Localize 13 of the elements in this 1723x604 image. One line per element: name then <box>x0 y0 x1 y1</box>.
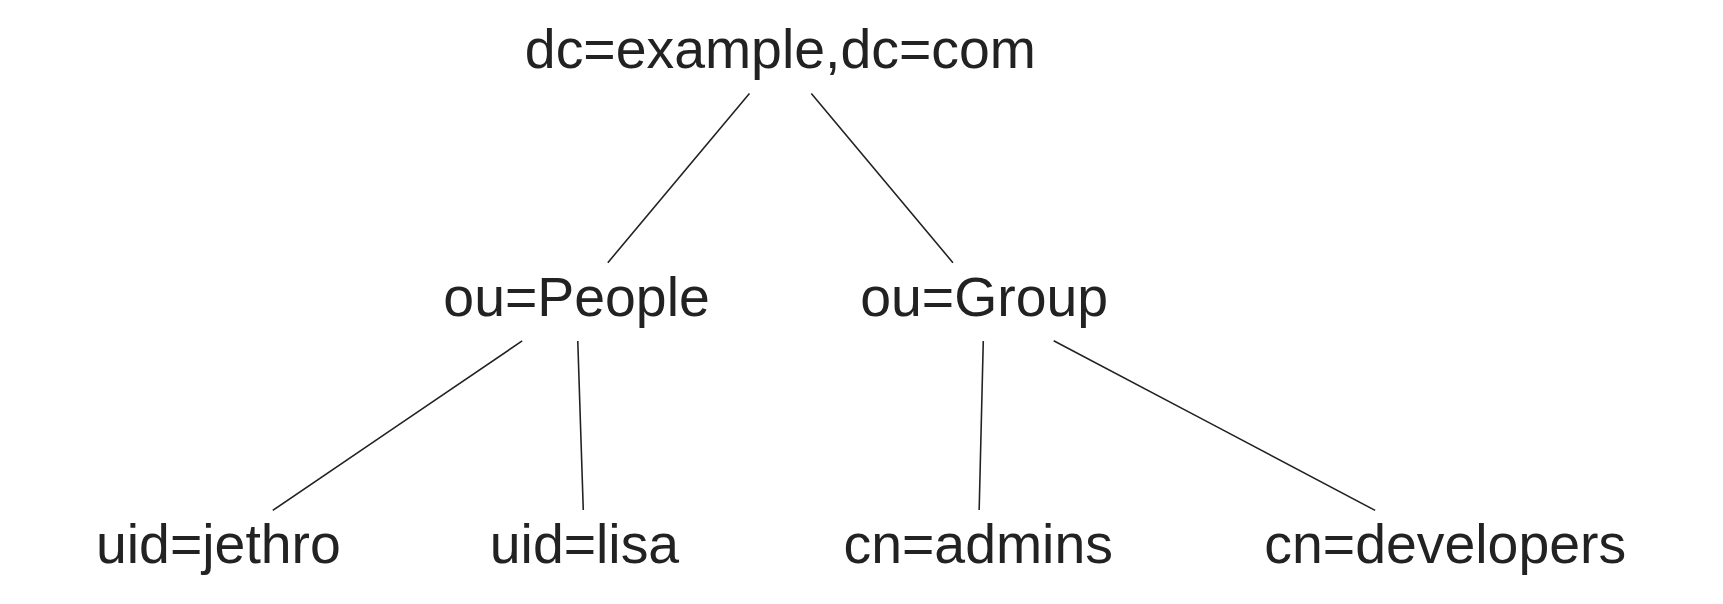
node-text: uid=lisa <box>489 512 679 575</box>
connector <box>606 92 750 264</box>
connector <box>810 92 954 264</box>
node-text: cn=developers <box>1263 512 1626 575</box>
connector <box>1052 339 1376 512</box>
node-text: ou=People <box>442 265 710 328</box>
node-text: cn=admins <box>843 512 1113 575</box>
node-text: dc=example,dc=com <box>524 18 1036 81</box>
node-text: ou=Group <box>859 265 1108 328</box>
node-text: uid=jethro <box>95 512 341 575</box>
connector <box>977 340 984 511</box>
connector <box>271 340 523 512</box>
connector <box>576 340 584 511</box>
